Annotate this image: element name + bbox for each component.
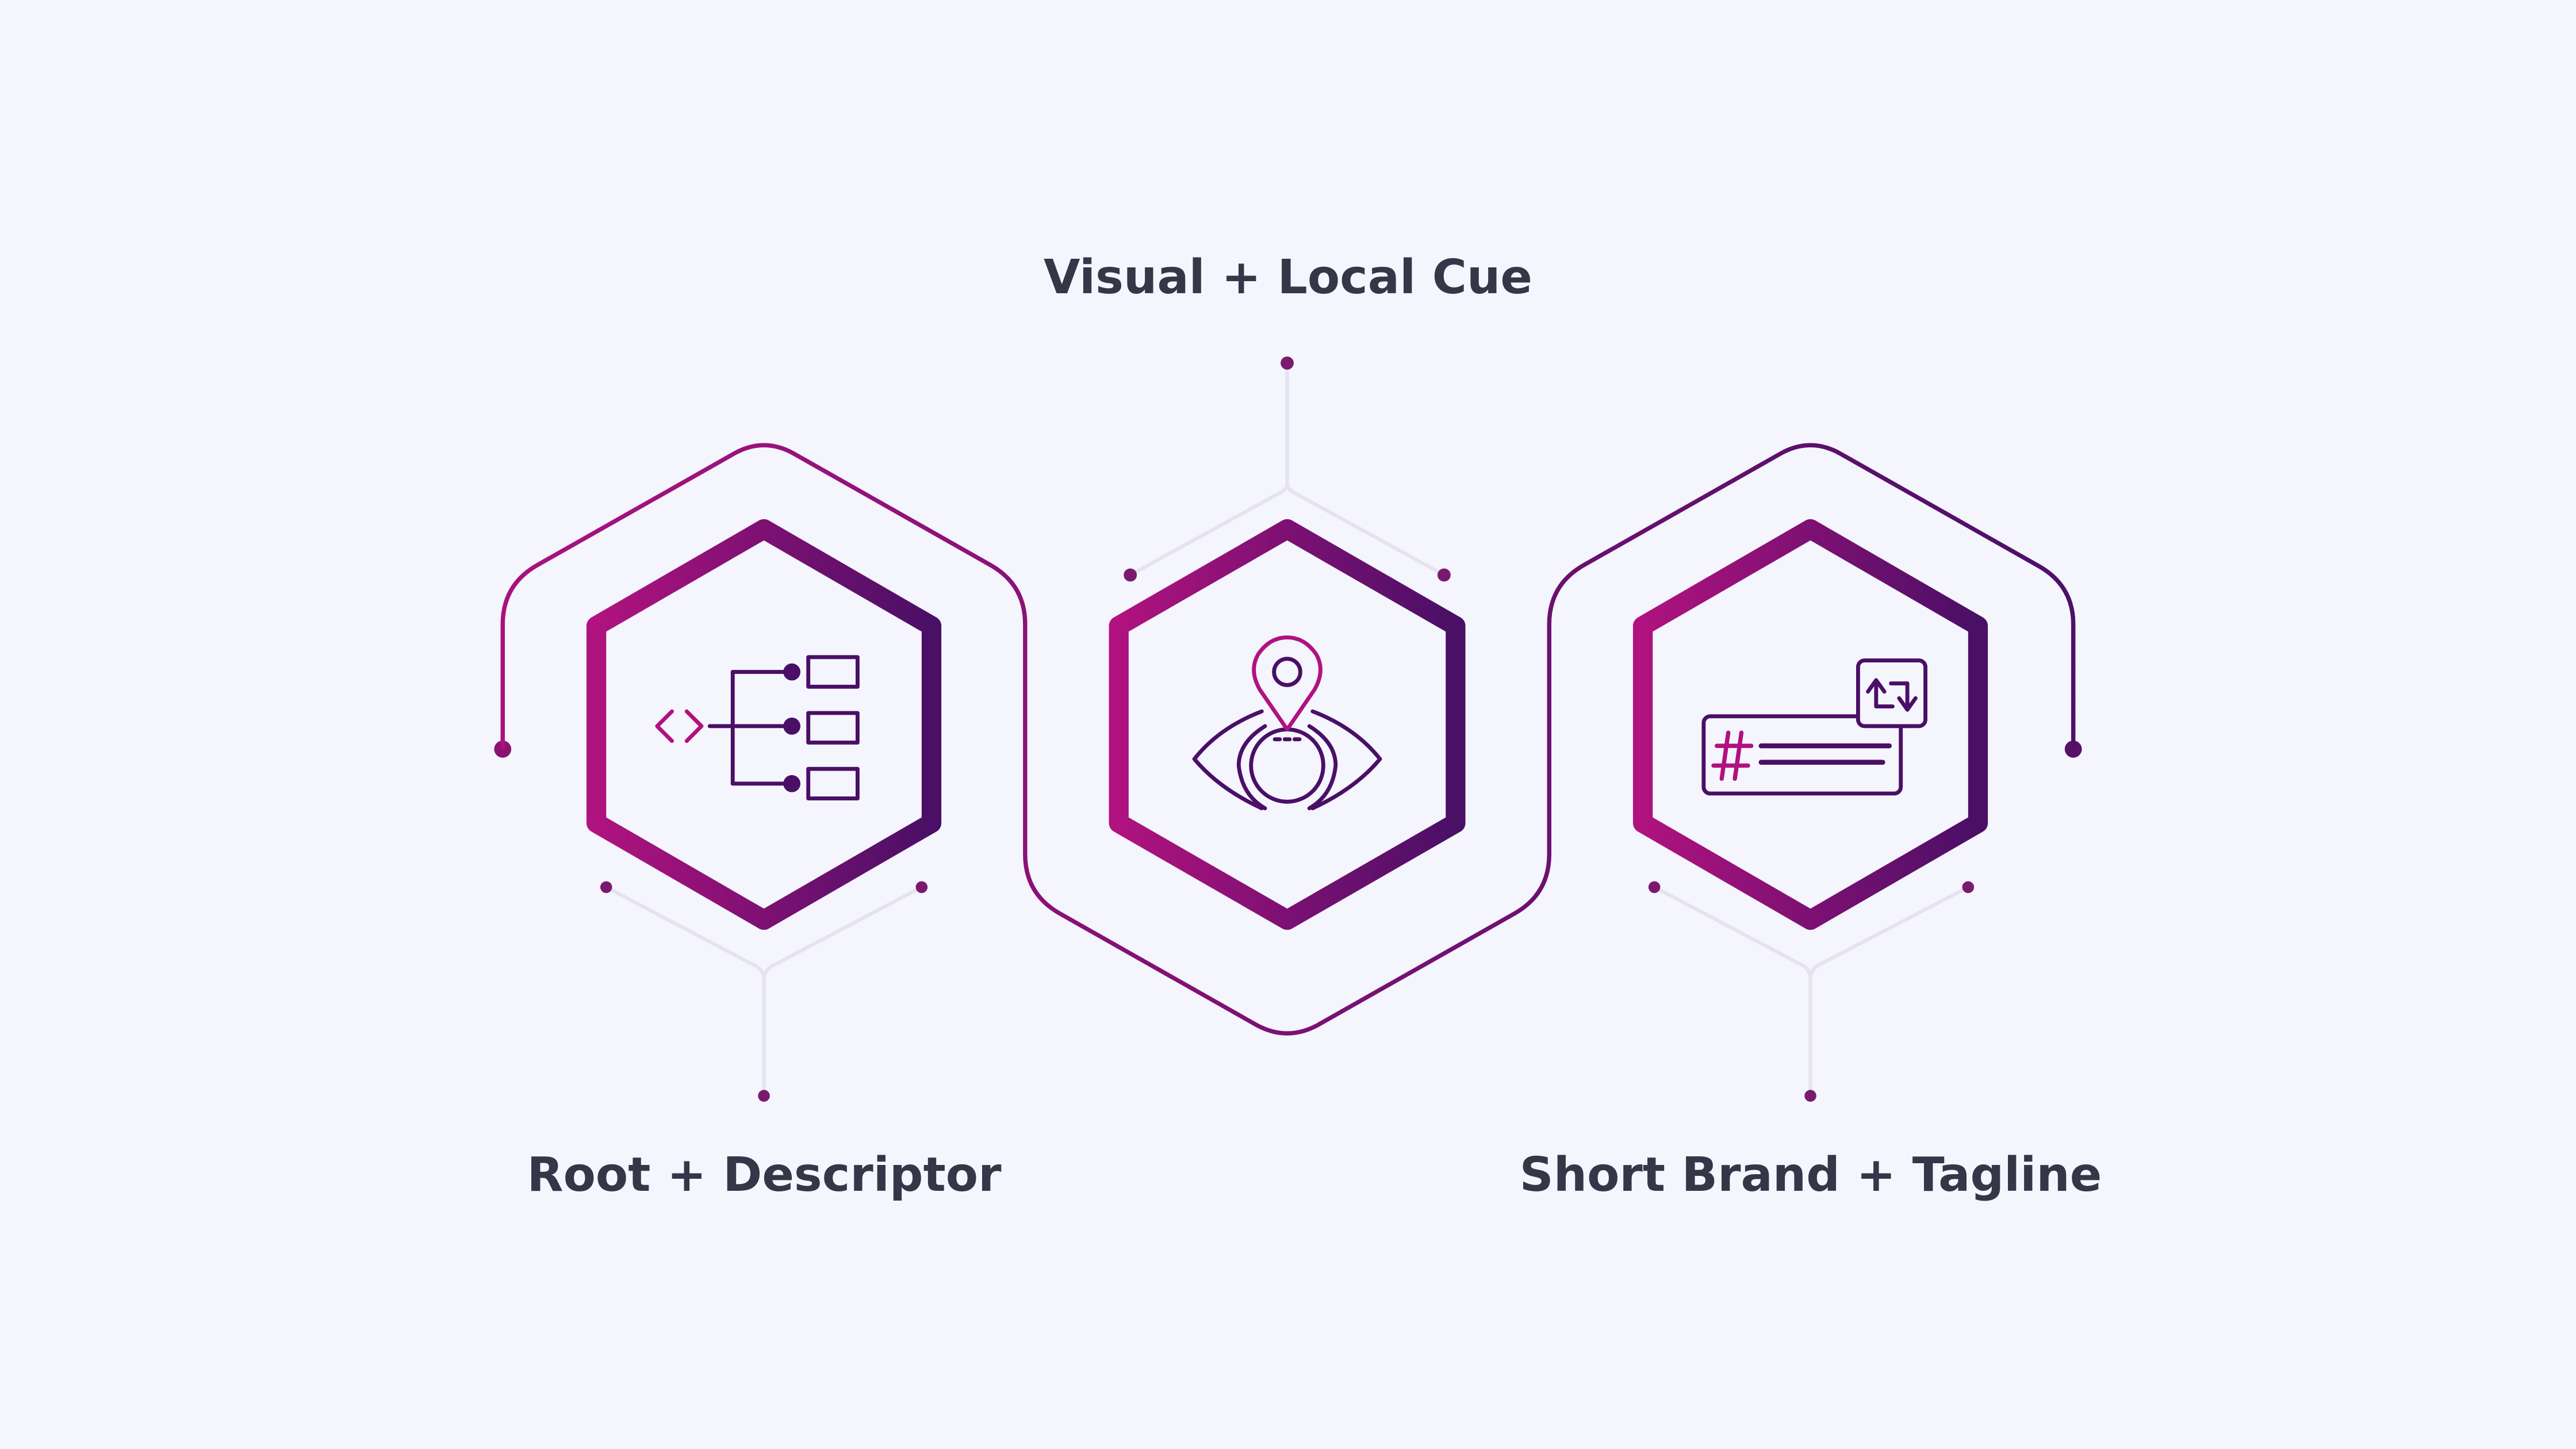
label-root-descriptor: Root + Descriptor: [527, 1148, 1002, 1202]
eye-location-pin-icon: [1192, 635, 1382, 811]
connector-lines: [604, 361, 1971, 1098]
dot-right-br: [1962, 881, 1975, 894]
dot-left-bottom: [758, 1090, 770, 1102]
hashtag-retweet-post-icon: [1701, 658, 1927, 796]
dot-top-left: [1124, 568, 1137, 582]
code-hierarchy-icon: [655, 655, 860, 800]
dot-left-br: [915, 881, 928, 894]
dot-right-bl: [1648, 881, 1661, 894]
dot-top-right: [1438, 568, 1451, 582]
hexagons: [586, 519, 1988, 930]
dot-top: [1281, 356, 1294, 370]
outer-winding-line: [500, 443, 2076, 1036]
label-visual-local-cue: Visual + Local Cue: [1044, 250, 1532, 305]
dot-left-bl: [600, 881, 612, 894]
dot-right-bottom: [1804, 1090, 1816, 1102]
hexagon-right: [1633, 519, 1988, 930]
label-short-brand-tagline: Short Brand + Tagline: [1519, 1148, 2102, 1202]
